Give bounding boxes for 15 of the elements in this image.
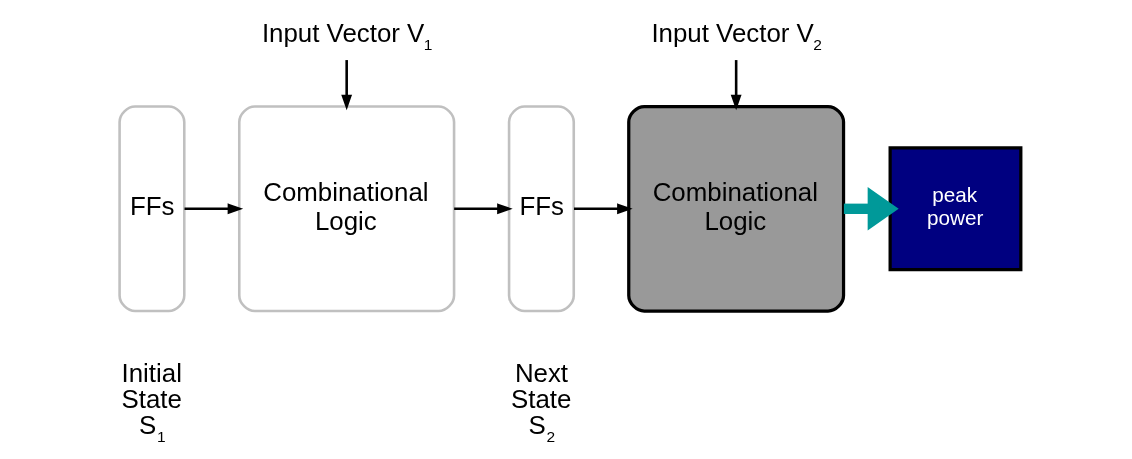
- node-label: Next State S$_{2}$: [511, 359, 572, 446]
- node-text: Input Vector V$_{2}$: [651, 18, 822, 54]
- node-box: Combinational Logic: [238, 105, 456, 313]
- node-label: Initial State S$_{1}$: [121, 359, 182, 446]
- node-box: Combinational Logic: [627, 104, 846, 313]
- node-box: FFs: [118, 105, 186, 313]
- arrow: [574, 203, 633, 215]
- node-text: Input Vector V$_{1}$: [261, 18, 433, 54]
- arrow: [341, 60, 353, 111]
- arrow: [843, 187, 899, 231]
- arrow: [184, 203, 244, 215]
- node-box: FFs: [507, 105, 576, 313]
- arrow: [730, 60, 742, 111]
- arrow: [454, 203, 513, 215]
- node-box: peak power: [888, 146, 1023, 272]
